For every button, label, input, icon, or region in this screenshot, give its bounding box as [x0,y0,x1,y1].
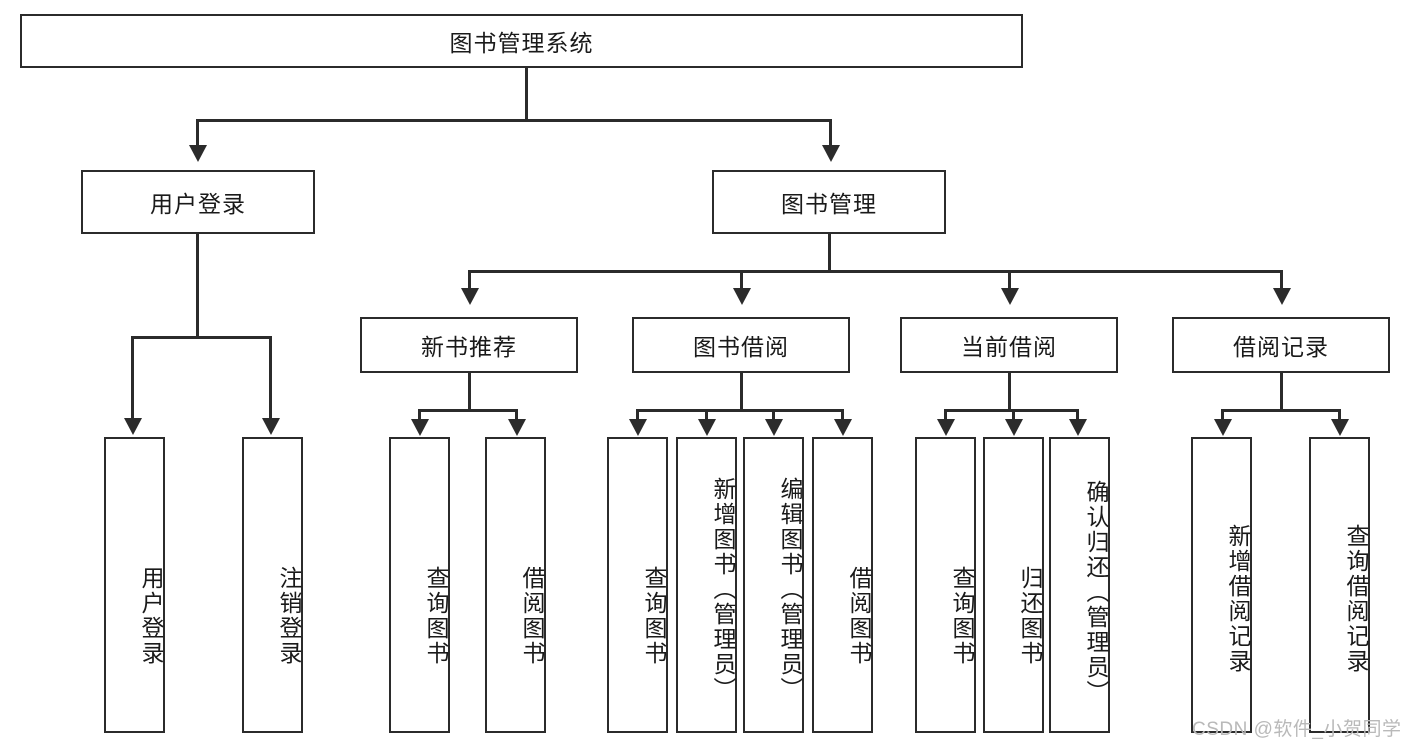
connector-root-stem [525,68,528,120]
leaf-confirm-return-label: 确认归还（管理员） [1083,479,1109,705]
leaf-query-book-3[interactable]: 查询图书 [915,437,976,733]
leaf-edit-book[interactable]: 编辑图书（管理员） [743,437,804,733]
node-new-book-recommend-label: 新书推荐 [421,334,517,360]
leaf-query-book-1[interactable]: 查询图书 [389,437,450,733]
leaf-logout[interactable]: 注销登录 [242,437,303,733]
connector-borrow-record-distributor [1221,409,1340,412]
leaf-user-login[interactable]: 用户登录 [104,437,165,733]
leaf-borrow-book-1[interactable]: 借阅图书 [485,437,546,733]
connector-new-book-stem [468,373,471,411]
connector-book-borrow-to-leaf-3 [772,409,775,421]
node-borrow-record[interactable]: 借阅记录 [1172,317,1390,373]
connector-borrow-record-to-leaf-1 [1221,409,1224,421]
leaf-query-record[interactable]: 查询借阅记录 [1309,437,1370,733]
connector-book-manage-distributor [468,270,1283,273]
leaf-add-record-label: 新增借阅记录 [1225,524,1251,674]
leaf-query-book-2-label: 查询图书 [641,566,667,666]
connector-book-borrow-to-leaf-1 [636,409,639,421]
arrow-book-manage-to-book-borrow [733,288,751,305]
connector-root-to-book-manage [829,119,832,147]
connector-borrow-record-stem [1280,373,1283,411]
connector-book-manage-to-new-book [468,270,471,290]
leaf-query-record-label: 查询借阅记录 [1343,524,1369,674]
connector-book-manage-to-current-borrow [1008,270,1011,290]
leaf-query-book-1-label: 查询图书 [423,566,449,666]
connector-user-login-to-leaf-2 [269,336,272,420]
leaf-user-login-label: 用户登录 [138,566,164,666]
connector-current-borrow-to-leaf-2 [1012,409,1015,421]
arrow-current-borrow-to-leaf-3 [1069,419,1087,436]
node-user-login[interactable]: 用户登录 [81,170,315,234]
leaf-return-book[interactable]: 归还图书 [983,437,1044,733]
leaf-query-book-3-label: 查询图书 [949,566,975,666]
arrow-root-to-book-manage [822,145,840,162]
leaf-add-book[interactable]: 新增图书（管理员） [676,437,737,733]
leaf-borrow-book-2-label: 借阅图书 [846,566,872,666]
node-book-manage[interactable]: 图书管理 [712,170,946,234]
connector-current-borrow-stem [1008,373,1011,411]
arrow-book-manage-to-current-borrow [1001,288,1019,305]
arrow-book-borrow-to-leaf-2 [698,419,716,436]
node-book-borrow-label: 图书借阅 [693,334,789,360]
node-root-label: 图书管理系统 [449,30,594,56]
node-book-manage-label: 图书管理 [781,191,877,217]
leaf-add-record[interactable]: 新增借阅记录 [1191,437,1252,733]
node-new-book-recommend[interactable]: 新书推荐 [360,317,578,373]
connector-book-borrow-distributor [636,409,844,412]
arrow-book-manage-to-borrow-record [1273,288,1291,305]
arrow-new-book-to-leaf-1 [411,419,429,436]
node-current-borrow-label: 当前借阅 [961,334,1057,360]
arrow-user-login-to-leaf-1 [124,418,142,435]
leaf-query-book-2[interactable]: 查询图书 [607,437,668,733]
connector-new-book-distributor [418,409,518,412]
connector-book-manage-to-borrow-record [1280,270,1283,290]
arrow-root-to-user-login [189,145,207,162]
leaf-borrow-book-2[interactable]: 借阅图书 [812,437,873,733]
connector-user-login-to-leaf-1 [131,336,134,420]
watermark-text: CSDN @软件_小贺同学 [1192,719,1402,740]
connector-new-book-to-leaf-1 [418,409,421,421]
leaf-return-book-label: 归还图书 [1017,566,1043,666]
leaf-edit-book-label: 编辑图书（管理员） [777,476,803,702]
connector-root-distributor [196,119,832,122]
connector-current-borrow-to-leaf-3 [1076,409,1079,421]
connector-current-borrow-to-leaf-1 [944,409,947,421]
connector-current-borrow-distributor [944,409,1078,412]
connector-book-borrow-to-leaf-4 [841,409,844,421]
arrow-book-borrow-to-leaf-1 [629,419,647,436]
arrow-borrow-record-to-leaf-1 [1214,419,1232,436]
leaf-add-book-label: 新增图书（管理员） [710,476,736,702]
node-current-borrow[interactable]: 当前借阅 [900,317,1118,373]
connector-book-manage-stem [828,234,831,272]
node-borrow-record-label: 借阅记录 [1233,334,1329,360]
connector-book-manage-to-book-borrow [740,270,743,290]
arrow-borrow-record-to-leaf-2 [1331,419,1349,436]
connector-new-book-to-leaf-2 [515,409,518,421]
node-book-borrow[interactable]: 图书借阅 [632,317,850,373]
leaf-confirm-return[interactable]: 确认归还（管理员） [1049,437,1110,733]
arrow-book-manage-to-new-book [461,288,479,305]
connector-user-login-stem [196,234,199,338]
arrow-book-borrow-to-leaf-4 [834,419,852,436]
arrow-current-borrow-to-leaf-2 [1005,419,1023,436]
arrow-new-book-to-leaf-2 [508,419,526,436]
connector-root-to-user-login [196,119,199,147]
leaf-borrow-book-1-label: 借阅图书 [519,566,545,666]
connector-book-borrow-to-leaf-2 [705,409,708,421]
arrow-current-borrow-to-leaf-1 [937,419,955,436]
arrow-book-borrow-to-leaf-3 [765,419,783,436]
node-user-login-label: 用户登录 [150,191,246,217]
leaf-logout-label: 注销登录 [276,566,302,666]
node-root[interactable]: 图书管理系统 [20,14,1023,68]
arrow-user-login-to-leaf-2 [262,418,280,435]
connector-book-borrow-stem [740,373,743,411]
connector-user-login-distributor [131,336,272,339]
connector-borrow-record-to-leaf-2 [1338,409,1341,421]
